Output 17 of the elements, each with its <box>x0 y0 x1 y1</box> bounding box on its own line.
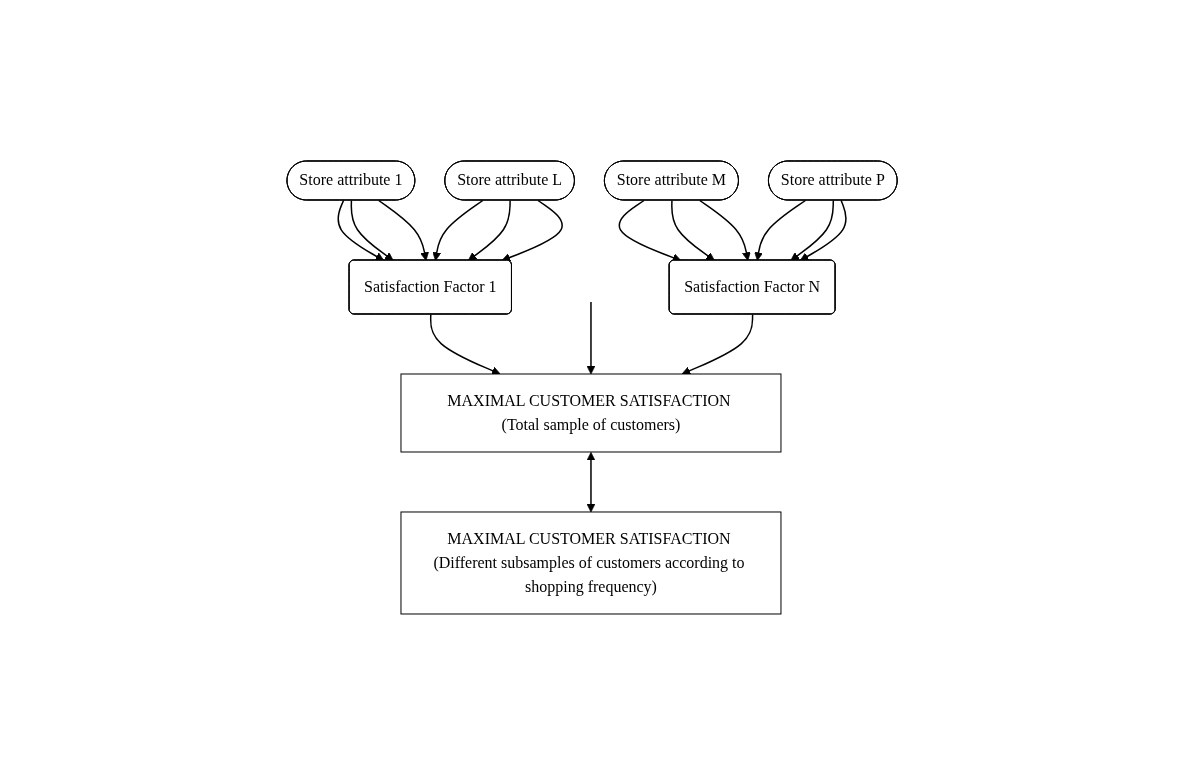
arrow <box>429 313 501 375</box>
arrow <box>698 199 751 261</box>
arrow <box>337 199 385 261</box>
arrow <box>501 199 563 262</box>
node-box: MAXIMAL CUSTOMER SATISFACTION (Total sample of customers) <box>400 373 782 452</box>
arrow <box>467 199 511 261</box>
arrow <box>671 199 715 261</box>
arrow <box>350 199 394 261</box>
arrow <box>586 300 596 374</box>
arrow <box>377 199 429 261</box>
arrow <box>799 199 847 261</box>
arrow <box>586 451 596 512</box>
arrow <box>790 199 834 261</box>
node-box: MAXIMAL CUSTOMER SATISFACTION (Different subsamples of customers according to shopping frequency) <box>400 511 782 614</box>
arrow <box>681 313 754 375</box>
arrow <box>432 199 484 261</box>
arrow <box>754 199 807 261</box>
